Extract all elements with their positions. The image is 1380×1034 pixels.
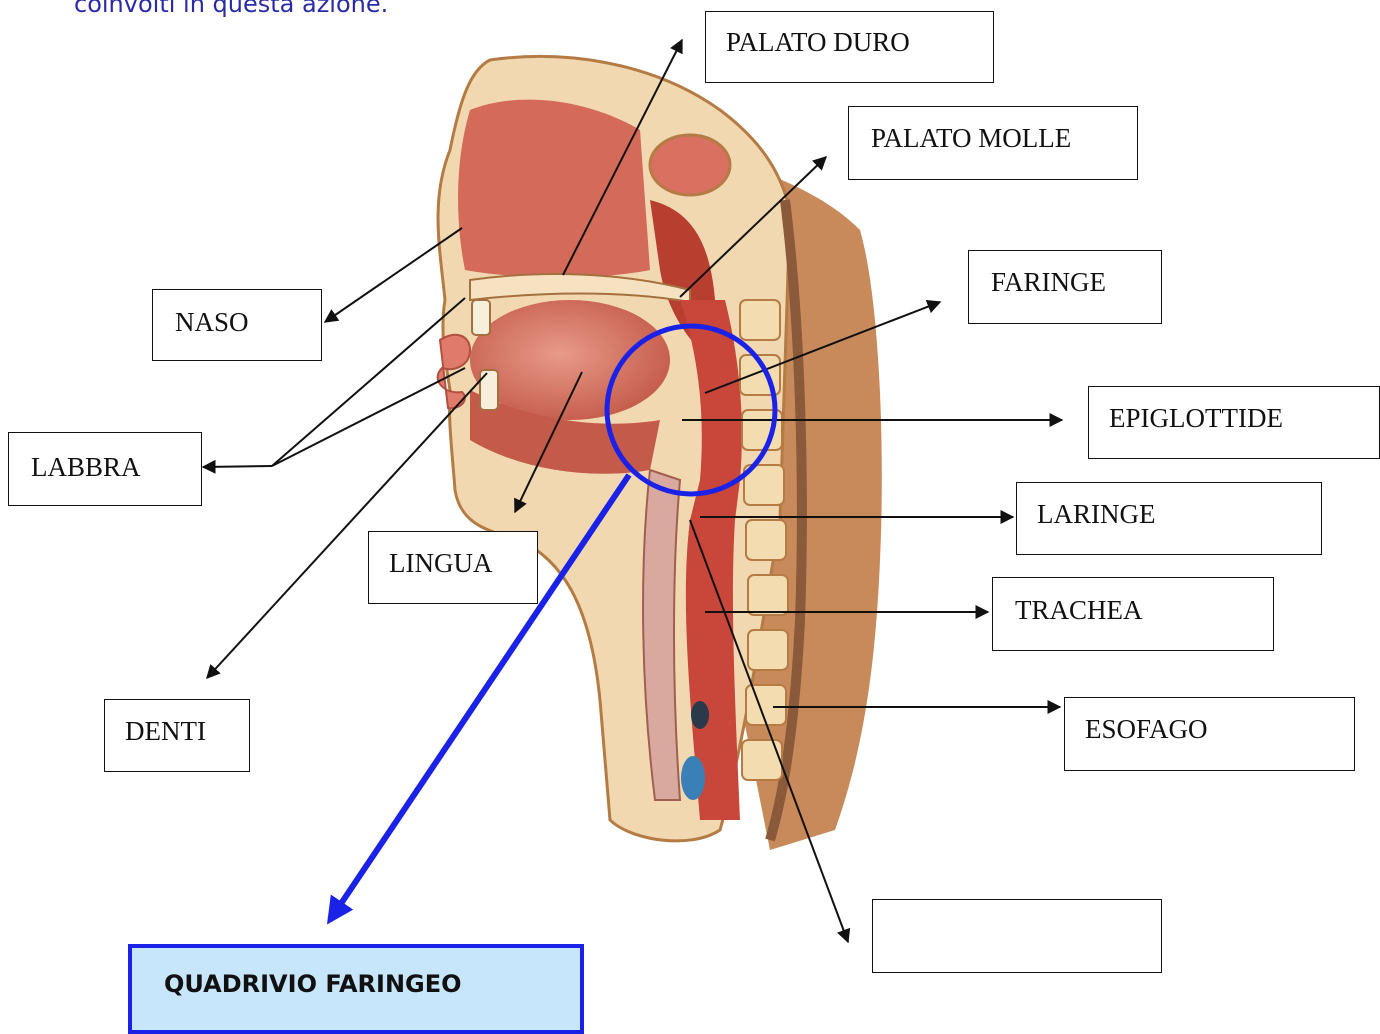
label-labbra-text: LABBRA [31, 454, 141, 481]
label-palato-molle: PALATO MOLLE [848, 106, 1138, 180]
label-faringe-text: FARINGE [991, 269, 1106, 296]
label-esofago-text: ESOFAGO [1085, 716, 1208, 743]
vessel-blue [681, 756, 705, 800]
tongue-mass [470, 300, 670, 420]
label-lingua-text: LINGUA [389, 550, 492, 577]
anatomy-illustration [438, 57, 882, 850]
label-trachea: TRACHEA [992, 577, 1274, 651]
label-blank [872, 899, 1162, 973]
label-laringe: LARINGE [1016, 482, 1322, 555]
lower-teeth [480, 370, 498, 410]
nasal-cavity [458, 100, 650, 278]
label-epiglottide-text: EPIGLOTTIDE [1109, 405, 1283, 432]
label-denti-text: DENTI [125, 718, 206, 745]
label-faringe: FARINGE [968, 250, 1162, 324]
label-epiglottide: EPIGLOTTIDE [1088, 386, 1380, 459]
vessel-dark [691, 701, 709, 729]
label-lingua: LINGUA [368, 531, 538, 604]
label-denti: DENTI [104, 699, 250, 772]
label-labbra: LABBRA [8, 432, 202, 506]
label-trachea-text: TRACHEA [1015, 597, 1143, 624]
label-palato-molle-text: PALATO MOLLE [871, 125, 1071, 152]
upper-teeth [472, 300, 490, 335]
label-esofago: ESOFAGO [1064, 697, 1355, 771]
callout-title: QUADRIVIO FARINGEO [164, 970, 462, 998]
arrow-denti [207, 373, 487, 678]
callout-quadrivio-faringeo: QUADRIVIO FARINGEO [128, 944, 584, 1034]
label-naso: NASO [152, 289, 322, 361]
label-palato-duro: PALATO DURO [705, 11, 994, 83]
arrow-labbra [203, 466, 272, 467]
label-naso-text: NASO [175, 309, 249, 336]
sinus-chamber [650, 135, 730, 195]
label-laringe-text: LARINGE [1037, 501, 1155, 528]
label-palato-duro-text: PALATO DURO [726, 29, 910, 56]
